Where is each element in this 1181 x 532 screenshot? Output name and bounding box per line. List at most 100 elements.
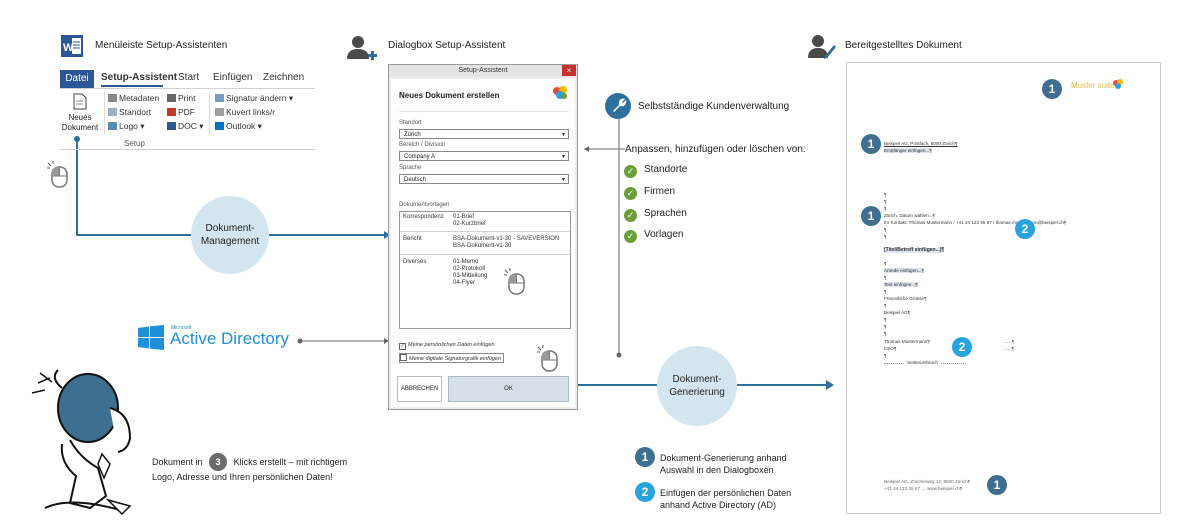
microsoft-label: Microsoft	[171, 325, 192, 331]
dots-line: ......¶	[1004, 346, 1015, 351]
template-item[interactable]: 01-Brief	[453, 214, 475, 220]
ribbon-sep	[104, 92, 105, 134]
cancel-button[interactable]: ABBRECHEN	[397, 376, 442, 402]
template-item[interactable]: 04-Flyer	[453, 280, 476, 286]
clicks-badge: 3	[209, 453, 228, 471]
logo-button[interactable]: Logo ▾	[108, 121, 145, 132]
badge-1: 1	[861, 206, 881, 226]
subject-field[interactable]: [Titel/Betreff einfügen...]¶	[884, 247, 945, 253]
pilcrow: ¶	[884, 227, 887, 232]
vorlagen-label: Dokumentvorlagen	[399, 202, 450, 208]
list-item-vorlagen: ✓Vorlagen	[624, 229, 683, 243]
new-document-button[interactable]: Neues Dokument	[60, 90, 100, 136]
ribbon-sep-2	[209, 92, 210, 134]
legend-item-1: Dokument-Generierung anhand Auswahl in d…	[660, 453, 787, 475]
text-field[interactable]: Text einfügen...¶	[884, 282, 918, 287]
template-item[interactable]: 02-Protokoll	[453, 266, 486, 272]
list-divider	[400, 254, 570, 255]
windows-logo-icon	[138, 325, 164, 356]
bereich-select[interactable]: Company A▼	[399, 151, 569, 161]
pdf-button[interactable]: PDF	[167, 107, 195, 117]
dialog-title: Setup-Assistent	[389, 65, 577, 77]
badge-1: 1	[635, 447, 655, 467]
tab-setup-assistent[interactable]: Setup-Assistent	[101, 72, 178, 83]
tab-datei[interactable]: Datei	[60, 70, 94, 88]
personal-data-checkbox[interactable]: ✓Meine persönlichen Daten einfügen	[399, 342, 495, 350]
sprache-select[interactable]: Deutsch▼	[399, 174, 569, 184]
self-admin-subtitle: Anpassen, hinzufügen oder löschen von:	[625, 144, 806, 155]
pilcrow: ¶	[884, 289, 887, 294]
outlook-button[interactable]: Outlook ▾	[215, 121, 262, 132]
name-line: Thomas Mustermann¶	[884, 339, 930, 344]
standort-select[interactable]: Zürich▼	[399, 129, 569, 139]
greeting-line: Freundliche Grüsse¶	[884, 296, 927, 301]
list-item-sprachen: ✓Sprachen	[624, 208, 687, 222]
chevron-down-icon: ▼	[561, 177, 566, 183]
company-logo: Muster suite	[1071, 81, 1115, 90]
badge-2: 2	[1015, 219, 1035, 239]
new-document-icon	[73, 93, 87, 115]
generation-label: Dokument- Generierung	[669, 374, 725, 398]
outlook-icon	[215, 122, 224, 130]
template-item[interactable]: 01-Memo	[453, 259, 479, 265]
close-button[interactable]: ×	[562, 65, 576, 76]
sprache-label: Sprache	[399, 165, 422, 171]
metadaten-button[interactable]: Metadaten	[108, 93, 159, 103]
role-line: CEO¶	[884, 346, 897, 351]
city-date-line: Zürich, Datum wählen...¶	[884, 213, 935, 218]
dialog-heading: Neues Dokument erstellen	[399, 91, 500, 100]
ok-button[interactable]: OK	[448, 376, 569, 402]
location-icon	[108, 108, 117, 116]
print-button[interactable]: Print	[167, 93, 195, 103]
generation-circle	[657, 346, 737, 426]
tab-underline	[101, 85, 163, 87]
wrench-icon	[605, 93, 631, 124]
tab-einfuegen[interactable]: Einfügen	[213, 72, 253, 83]
add-user-icon	[347, 34, 377, 69]
pilcrow: ¶	[884, 331, 887, 336]
standort-button[interactable]: Standort	[108, 107, 151, 117]
template-category: Diverses	[403, 259, 427, 265]
check-icon: ✓	[624, 165, 637, 178]
kuvert-button[interactable]: Kuvert links/r	[215, 107, 275, 117]
ribbon-bottom	[60, 149, 315, 150]
signatur-button[interactable]: Signatur ändern ▾	[215, 93, 293, 104]
envelope-icon	[215, 108, 224, 116]
user-edit-icon	[808, 34, 836, 65]
template-item[interactable]: BSA-Dokument-v1-30 - SAVEVERSION	[453, 236, 560, 242]
recipient-field[interactable]: Empfänger einfügen...¶	[884, 148, 932, 153]
doc-button[interactable]: DOC ▾	[167, 121, 204, 132]
dialog-body: Neues Dokument erstellen Standort Zürich…	[391, 79, 575, 407]
pilcrow: ¶	[884, 206, 887, 211]
salutation-field[interactable]: Anrede einfügen...¶	[884, 268, 925, 273]
management-circle	[191, 196, 269, 274]
template-list[interactable]: Korrespondenz 01-Brief 02-Kurzbrief Beri…	[399, 211, 571, 329]
management-label: Dokument- Management	[200, 223, 260, 247]
bottom-caption-line2: Logo, Adresse und Ihren persönlichen Dat…	[152, 472, 333, 482]
badge-2: 2	[635, 482, 655, 502]
signature-icon	[215, 94, 224, 102]
template-item[interactable]: 02-Kurzbrief	[453, 221, 486, 227]
bereich-label: Bereich / Division	[399, 142, 446, 148]
app-logo-icon	[551, 84, 569, 107]
tab-zeichnen[interactable]: Zeichnen	[263, 72, 305, 83]
list-item-standorte: ✓Standorte	[624, 164, 687, 178]
signature-checkbox[interactable]: Meine digitale Signaturgrafik einfügen	[399, 353, 505, 363]
tab-start[interactable]: Start	[178, 72, 200, 83]
footer-line-2: +41 44 123 45 67 → www.beispiel.ch¶	[884, 486, 963, 491]
logo-icon	[108, 122, 117, 130]
doc-icon	[167, 122, 176, 130]
app-logo-icon	[1112, 77, 1124, 95]
pilcrow: ¶	[884, 317, 887, 322]
footer-line-1: Beispiel AG, Zürcherweg 12, 8000 Zürich¶	[884, 479, 971, 484]
template-category: Korrespondenz	[403, 214, 444, 220]
self-admin-title: Selbstständige Kundenverwaltung	[638, 101, 790, 112]
thinking-figure-illustration	[10, 368, 160, 523]
pilcrow: ¶	[884, 275, 887, 280]
mouse-click-icon	[47, 161, 73, 194]
page-break-label: Seitenumbruch	[905, 360, 940, 365]
template-item[interactable]: 03-Mitteilung	[453, 273, 488, 279]
template-item[interactable]: BSA-Dokument-v1-30	[453, 243, 512, 249]
badge-2: 2	[952, 337, 972, 357]
badge-1: 1	[861, 134, 881, 154]
